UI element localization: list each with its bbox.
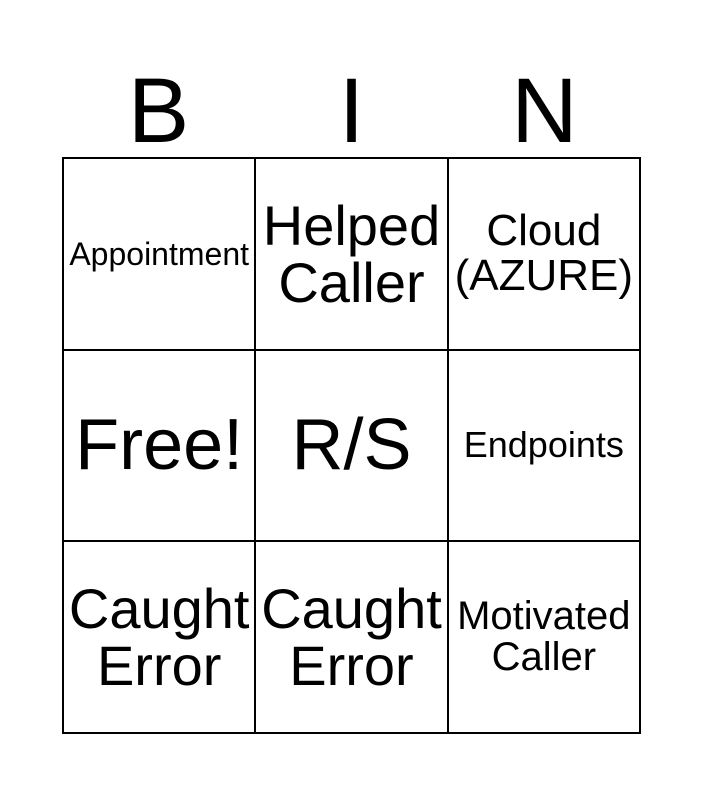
bingo-cell-label: Free! <box>75 404 244 485</box>
bingo-cell-r2c2[interactable]: R/S <box>256 350 449 543</box>
bingo-cell-r1c1[interactable]: Appointment <box>64 159 257 351</box>
bingo-cell-label: Cloud (AZURE) <box>454 205 634 300</box>
bingo-cell-r2c3[interactable]: Endpoints <box>448 350 641 543</box>
bingo-cell-r3c1[interactable]: Caught Error <box>64 542 257 734</box>
bingo-cell-label: Caught Error <box>261 577 442 698</box>
bingo-cell-r1c2[interactable]: Helped Caller <box>256 159 449 351</box>
bingo-cell-r1c3[interactable]: Cloud (AZURE) <box>448 159 641 351</box>
bingo-cell-label: Endpoints <box>463 424 624 466</box>
bingo-cell-label: Motivated Caller <box>457 594 631 680</box>
bingo-header-row: B I N <box>62 48 641 162</box>
bingo-cell-label: Caught Error <box>68 577 250 698</box>
bingo-header-letter-i: I <box>338 59 365 162</box>
bingo-cell-r3c2[interactable]: Caught Error <box>256 542 449 734</box>
bingo-header-letter-n: N <box>511 59 578 162</box>
bingo-cell-label: Appointment <box>69 235 249 272</box>
bingo-cell-label: R/S <box>291 404 412 485</box>
bingo-cell-r3c3[interactable]: Motivated Caller <box>448 542 641 734</box>
bingo-header-letter-b: B <box>127 59 190 162</box>
bingo-grid: Appointment Helped Caller Cloud (AZURE) … <box>62 157 641 734</box>
bingo-cell-label: Helped Caller <box>262 193 441 314</box>
bingo-cell-r2c1-free[interactable]: Free! <box>64 350 257 543</box>
